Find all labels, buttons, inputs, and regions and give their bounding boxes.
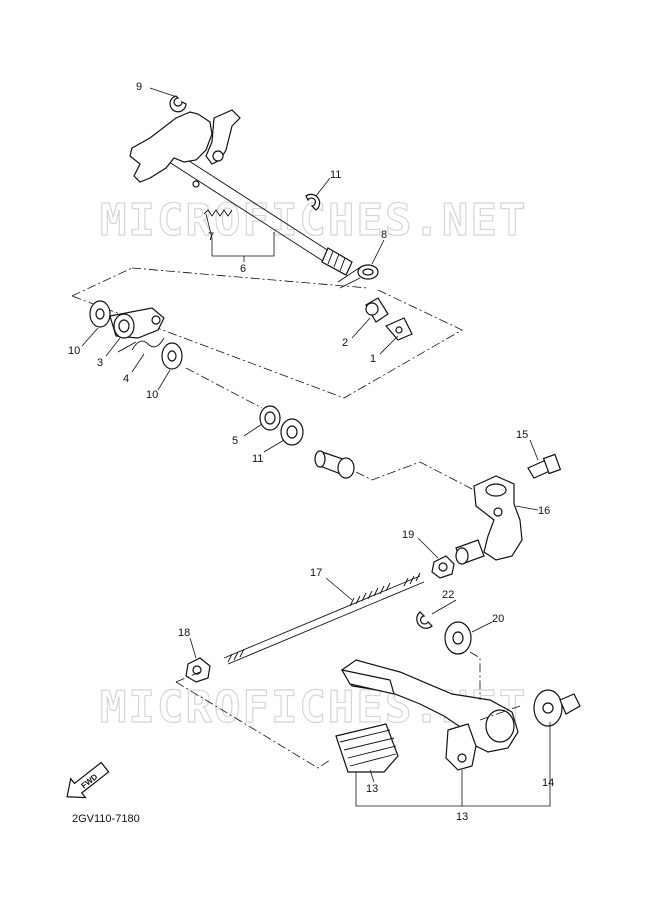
callout-12: 11 [330,169,341,181]
callout-8: 8 [381,229,387,241]
callout-13: 13 [456,811,468,823]
shift-rod-18 [223,572,425,665]
watermark-top: MICROFICHES.NET [100,195,527,246]
circlip-12 [305,193,321,211]
callout-6: 6 [240,263,246,275]
callout-17: 16 [538,505,550,517]
callout-2: 2 [342,337,348,349]
washer-21 [444,621,472,655]
shift-shaft [129,109,353,276]
washer-10-left [89,300,111,328]
return-spring-8 [337,264,379,289]
callout-16: 15 [516,429,528,441]
bolt-16 [527,453,562,479]
leader-lines [81,87,551,807]
callout-1: 1 [370,353,376,365]
callout-9: 9 [136,81,142,93]
spring-4 [117,337,165,353]
shift-pedal-13 [340,659,519,771]
callout-14: 13 [366,783,378,795]
callout-18: 17 [310,567,322,579]
stopper-lever-3 [109,307,165,339]
callout-10-right: 10 [146,389,158,401]
assembly-frame-lower [175,651,521,769]
callout-11: 11 [252,453,263,465]
bolt-2 [365,297,389,323]
callout-20: 19 [402,529,414,541]
oil-seal-5 [259,405,281,431]
callout-22: 22 [442,589,454,601]
callout-10-left: 10 [68,345,80,357]
collar [314,450,355,479]
nut-20 [431,555,455,579]
pedal-rubber-14 [335,723,399,773]
washer-10-right [161,342,183,370]
fwd-arrow-icon: FWD [66,761,110,799]
shift-arm-17 [455,475,523,565]
nut-19 [185,657,211,683]
circlip-22 [416,611,433,629]
callout-7: 7 [208,231,214,243]
callout-4: 4 [123,373,129,385]
washer-11 [280,418,304,446]
axis-line-mid [185,367,263,409]
callout-19: 18 [178,627,190,639]
callout-21: 20 [492,613,504,625]
assembly-frame-upper [71,267,463,399]
circlip-9 [169,95,187,113]
callout-labels: 9 11 7 6 8 2 1 10 3 4 10 5 11 15 16 19 1… [68,81,554,823]
callout-15: 14 [542,777,554,789]
axis-line-collar [355,461,475,491]
plate-1 [385,317,413,341]
rod-end-15 [533,689,581,727]
callout-5: 5 [232,435,238,447]
callout-3: 3 [97,357,103,369]
drawing-code: 2GV110-7180 [72,813,140,825]
